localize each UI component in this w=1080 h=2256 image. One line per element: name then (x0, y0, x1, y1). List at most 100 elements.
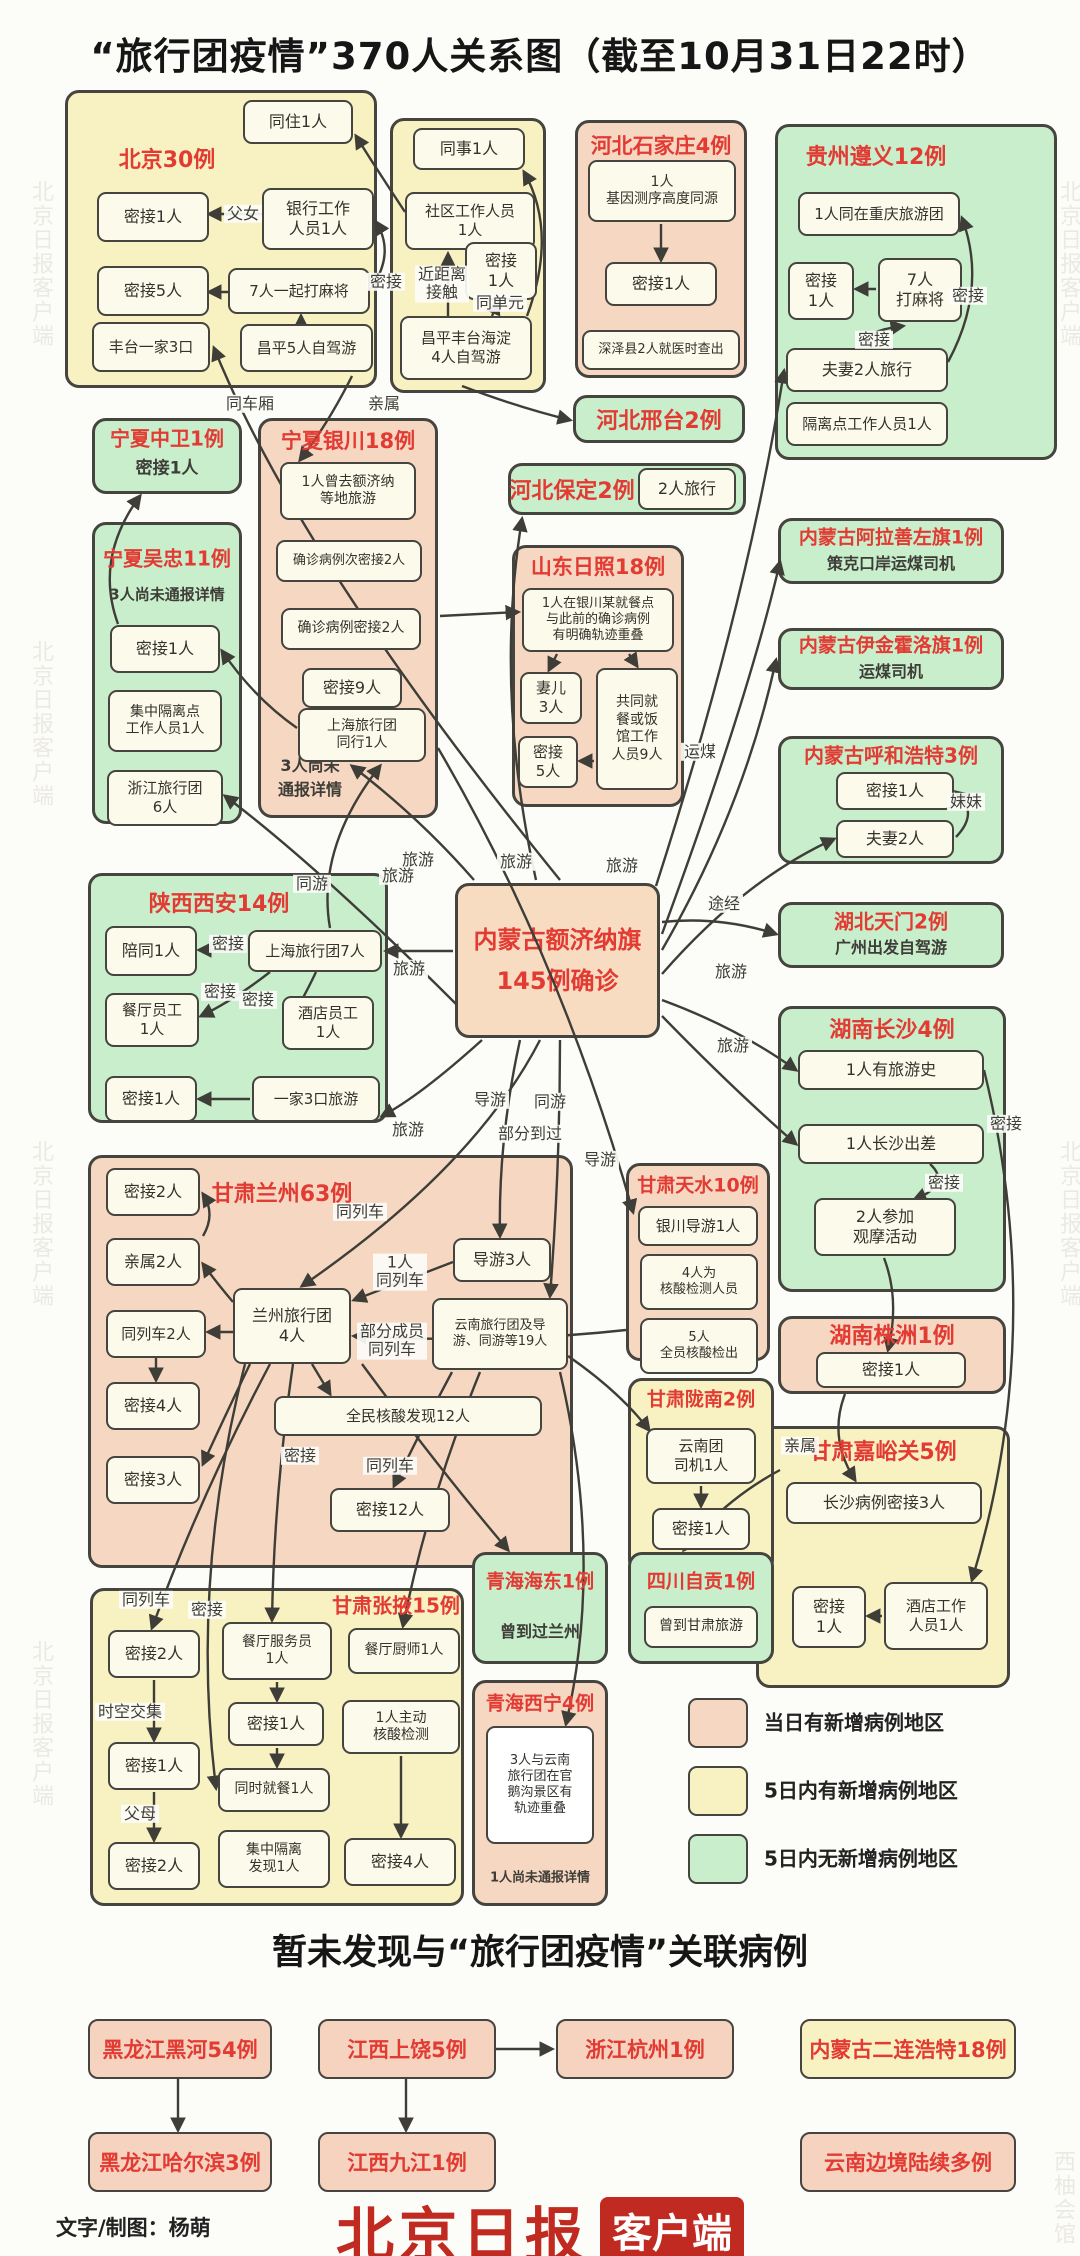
node-bj-mijie5: 密接5人 (97, 266, 209, 316)
node-rz-qier: 妻儿 3人 (520, 672, 582, 724)
logo-brand-text: 北京日报 (335, 2201, 588, 2256)
node-lz-mijie4: 密接4人 (106, 1382, 200, 1430)
edge-label: 密接 (200, 982, 240, 1002)
node-xa-jiudian: 酒店员工 1人 (282, 996, 374, 1050)
region-label-xingtai: 河北邢台2例 (596, 409, 722, 434)
region-label-beijing: 北京30例 (118, 148, 216, 173)
node-ts-hesuan4: 4人为 核酸检测人员 (640, 1254, 758, 1310)
edge-label: 旅游 (388, 1120, 428, 1140)
edge-label: 导游 (580, 1150, 620, 1170)
summary-box-1: 江西上饶5例 (318, 2019, 496, 2079)
arrow (379, 1039, 483, 1118)
node-zg-gansu: 曾到甘肃旅游 (644, 1606, 758, 1648)
edge-label: 密接 (208, 934, 248, 954)
edge-label: 部分成员 同列车 (356, 1322, 428, 1360)
edge-label: 时空交集 (94, 1702, 166, 1722)
summary-box-5: 江西九江1例 (318, 2132, 496, 2192)
node-lz-qinshu2: 亲属2人 (106, 1238, 200, 1286)
node-zy-geli: 隔离点工作人员1人 (786, 402, 948, 446)
region-label-xining: 青海西宁4例 (485, 1692, 595, 1715)
watermark-text: 北京日报客户端 (28, 1640, 53, 1808)
node-sjz-shenze: 深泽县2人就医时查出 (582, 330, 740, 370)
node-zy-fuqi: 夫妻2人旅行 (786, 348, 948, 392)
node-zy-chongqing: 1人同在重庆旅游团 (798, 192, 960, 236)
node-hh-mijie: 密接1人 (836, 772, 954, 810)
node-lz-quanmin: 全民核酸发现12人 (274, 1396, 542, 1436)
region-label-xian: 陕西西安14例 (148, 892, 290, 917)
node-zye-mijie4: 密接4人 (344, 1838, 456, 1886)
node-xn-guigou: 3人与云南 旅行团在官 鹅沟景区有 轨迹重叠 (486, 1726, 594, 1844)
node-rz-mijie5: 密接 5人 (518, 736, 578, 788)
summary-box-4: 黑龙江哈尔滨3例 (88, 2132, 272, 2192)
node-lz-mijie3: 密接3人 (106, 1456, 200, 1504)
region-label-changsha: 湖南长沙4例 (829, 1018, 955, 1043)
node-bj-majiang: 7人一起打麻将 (228, 268, 370, 314)
arrow (439, 604, 522, 621)
summary-box-2: 浙江杭州1例 (556, 2019, 734, 2079)
node-bj-changping5: 昌平5人自驾游 (240, 324, 373, 372)
region-label-alashan: 内蒙古阿拉善左旗1例 (798, 526, 984, 549)
node-xa-mijie: 密接1人 (105, 1076, 197, 1122)
node-cs-lvyoushi: 1人有旅游史 (798, 1050, 984, 1090)
node-zye-chushi: 餐厅厨师1人 (348, 1628, 460, 1674)
watermark-text: 北京日报客户端 (28, 180, 53, 348)
region-alashan (778, 518, 1004, 584)
edge-label: 旅游 (378, 866, 418, 886)
edge-label: 同单元 (472, 293, 528, 313)
edge-label: 旅游 (711, 962, 751, 982)
region-label-rizhao: 山东日照18例 (530, 555, 666, 579)
region-label-baoding: 河北保定2例 (509, 479, 635, 504)
node-zye-mijie2a: 密接2人 (108, 1630, 200, 1678)
node-xa-canting: 餐厅员工 1人 (105, 993, 199, 1047)
node-zz-mijie: 密接1人 (816, 1352, 966, 1388)
edge-label: 旅游 (713, 1036, 753, 1056)
edge-label: 途经 (704, 894, 744, 914)
edge-label: 旅游 (389, 959, 429, 979)
edge-label: 密接 (366, 272, 406, 292)
edge-label: 同列车 (118, 1590, 174, 1610)
region-label-haidong: 青海海东1例 (485, 1570, 595, 1593)
node-wz-mijie: 密接1人 (110, 625, 220, 673)
edge-label: 旅游 (602, 856, 642, 876)
node-xa-peitong: 陪同1人 (105, 926, 197, 976)
node-lz-mijie12: 密接12人 (330, 1488, 450, 1532)
edge-label: 密接 (854, 330, 894, 350)
node-rz-gongtong: 共同就 餐或饭 馆工作 人员9人 (596, 668, 678, 790)
edge-label: 密接 (924, 1173, 964, 1193)
edge-label: 导游 (470, 1090, 510, 1110)
region-label-wuzhong: 宁夏吴忠11例 (103, 546, 231, 571)
node-bj-mijie1b: 密接 1人 (465, 242, 537, 300)
edge-label: 父女 (223, 204, 263, 224)
legend-swatch-pink (688, 1698, 748, 1748)
region-label-zhongwei: 宁夏中卫1例 (110, 426, 224, 451)
region-label-zhangye: 甘肃张掖15例 (332, 1593, 460, 1618)
node-bj-tongshi: 同事1人 (413, 128, 525, 170)
arrow (661, 919, 779, 938)
node-bj-tongzhu: 同住1人 (243, 100, 353, 144)
region-label-ejina-center: 内蒙古额济纳旗 145例确诊 (473, 925, 642, 995)
edge-label: 旅游 (496, 852, 536, 872)
region-text-xining-0: 1人尚未通报详情 (489, 1870, 591, 1886)
edge-label: 部分到过 (494, 1124, 566, 1144)
edge-label: 近距离 接触 (414, 265, 470, 303)
node-xa-yijia3: 一家3口旅游 (252, 1076, 380, 1122)
region-text-alashan-0: 策克口岸运煤司机 (826, 554, 956, 573)
region-label-longnan: 甘肃陇南2例 (646, 1388, 756, 1411)
region-label-hohhot: 内蒙古呼和浩特3例 (804, 743, 978, 768)
node-zye-jiucan: 同时就餐1人 (218, 1768, 330, 1812)
edge-label: 密接 (187, 1600, 227, 1620)
section2-title: 暂未发现与“旅行团疫情”关联病例 (271, 1933, 808, 1973)
region-label-jiayuguan: 甘肃嘉峪关5例 (809, 1440, 957, 1465)
node-yc-cimijie: 确诊病例次密接2人 (276, 540, 422, 582)
node-bj-haidian: 昌平丰台海淀 4人自驾游 (400, 316, 532, 380)
region-text-yijinhuoluo-0: 运煤司机 (858, 662, 924, 681)
page-title: “旅行团疫情”370人关系图（截至10月31日22时） (90, 35, 990, 78)
node-jyg-mijie: 密接 1人 (792, 1586, 866, 1648)
node-lz-tuan4: 兰州旅行团 4人 (233, 1288, 351, 1364)
node-ln-mijie: 密接1人 (652, 1508, 750, 1550)
summary-box-3: 内蒙古二连浩特18例 (800, 2019, 1016, 2079)
node-zye-mijie1b: 密接1人 (228, 1702, 324, 1746)
region-label-lanzhou: 甘肃兰州63例 (211, 1182, 353, 1207)
watermark-text: 北京日报客户端 (28, 1140, 53, 1308)
